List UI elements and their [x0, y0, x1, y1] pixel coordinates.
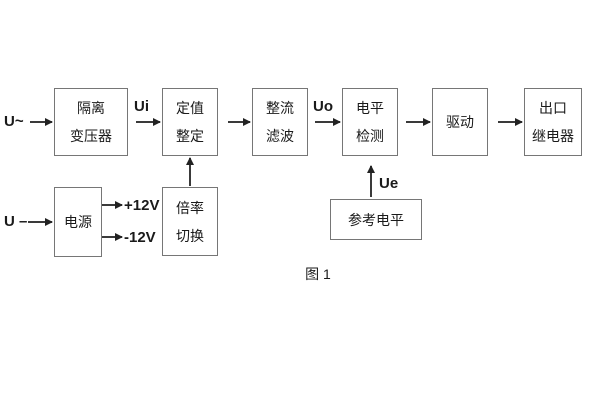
block-label: 电平 — [356, 100, 384, 116]
arrow-dc-input-to-power-icon — [28, 218, 53, 226]
block-label: 驱动 — [446, 114, 474, 130]
block-reference-level: 参考电平 — [330, 199, 422, 240]
arrow-rectifier-to-level-icon — [315, 118, 341, 126]
block-label: 滤波 — [266, 128, 294, 144]
label-ui-voltage: Ui — [134, 98, 149, 115]
block-label: 出口 — [539, 100, 567, 116]
block-setpoint-adjustment: 定值 整定 — [162, 88, 218, 156]
block-label: 隔离 — [77, 100, 105, 116]
arrow-transformer-to-setpoint-icon — [136, 118, 161, 126]
label-uo-voltage: Uo — [313, 98, 333, 115]
block-label: 切换 — [176, 227, 204, 244]
block-driver: 驱动 — [432, 88, 488, 156]
arrow-level-to-driver-icon — [406, 118, 431, 126]
arrow-plus-12v-output-icon — [102, 201, 123, 209]
block-label: 变压器 — [70, 128, 112, 144]
block-label: 定值 — [176, 100, 204, 116]
arrow-minus-12v-output-icon — [102, 233, 123, 241]
block-label: 参考电平 — [348, 211, 404, 228]
arrow-ratio-to-setpoint-icon — [186, 157, 194, 186]
block-label: 整流 — [266, 100, 294, 116]
block-isolation-transformer: 隔离 变压器 — [54, 88, 128, 156]
arrow-ac-input-to-transformer-icon — [30, 118, 53, 126]
block-label: 整定 — [176, 128, 204, 144]
block-output-relay: 出口 继电器 — [524, 88, 582, 156]
block-label: 检测 — [356, 128, 384, 144]
block-rectifier-filter: 整流 滤波 — [252, 88, 308, 156]
block-label: 继电器 — [532, 128, 574, 144]
label-minus-12v: -12V — [124, 229, 156, 246]
arrow-setpoint-to-rectifier-icon — [228, 118, 251, 126]
block-level-detection: 电平 检测 — [342, 88, 398, 156]
label-ac-input-voltage: U~ — [4, 113, 24, 130]
block-power-supply: 电源 — [54, 187, 102, 257]
arrow-driver-to-relay-icon — [498, 118, 523, 126]
label-plus-12v: +12V — [124, 197, 160, 214]
label-dc-input-voltage: U – — [4, 213, 28, 230]
block-label: 电源 — [64, 214, 92, 230]
block-ratio-switching: 倍率 切换 — [162, 187, 218, 256]
label-ue-voltage: Ue — [379, 175, 399, 192]
figure-caption: 图 1 — [305, 266, 331, 282]
arrow-reference-to-level-icon — [367, 165, 375, 197]
block-label: 倍率 — [176, 199, 204, 216]
